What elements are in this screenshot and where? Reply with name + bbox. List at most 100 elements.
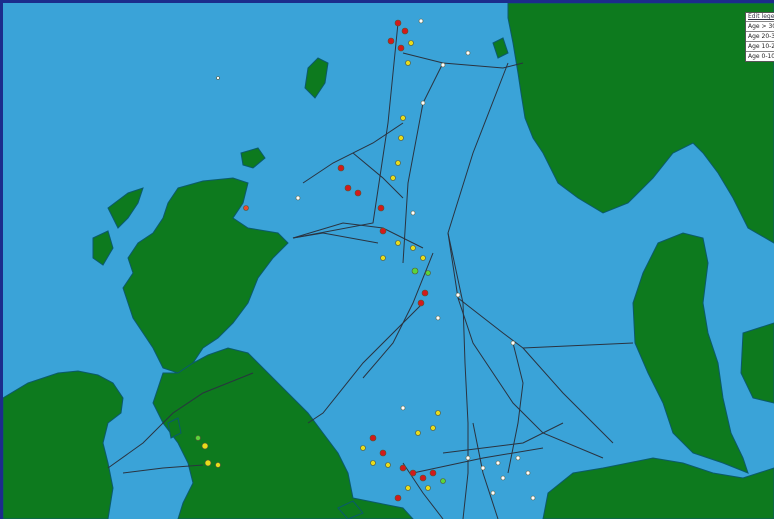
- installation-marker[interactable]: [201, 442, 209, 450]
- legend-panel: Edit legend Age > 30 Age 20-30 Age 10-20…: [745, 12, 774, 62]
- pipeline[interactable]: [292, 222, 424, 249]
- installation-marker[interactable]: [419, 474, 427, 482]
- installation-marker[interactable]: [337, 164, 345, 172]
- installation-marker[interactable]: [354, 189, 362, 197]
- north-sea-map[interactable]: [3, 3, 774, 519]
- installation-marker[interactable]: [395, 240, 401, 246]
- installation-marker[interactable]: [400, 115, 406, 121]
- legend-item-age-10-20: Age 10-20: [746, 41, 774, 51]
- pipeline[interactable]: [352, 152, 404, 199]
- installation-marker[interactable]: [377, 204, 385, 212]
- installation-marker[interactable]: [515, 455, 521, 461]
- installation-marker[interactable]: [440, 478, 446, 484]
- installation-marker[interactable]: [395, 160, 401, 166]
- pipeline[interactable]: [457, 297, 634, 349]
- installation-marker[interactable]: [385, 462, 391, 468]
- installation-marker[interactable]: [421, 289, 429, 297]
- installation-marker[interactable]: [510, 340, 516, 346]
- installation-marker[interactable]: [405, 60, 411, 66]
- installation-marker[interactable]: [344, 184, 352, 192]
- pipeline[interactable]: [362, 252, 434, 379]
- installation-marker[interactable]: [418, 18, 424, 24]
- installation-marker[interactable]: [380, 255, 386, 261]
- pipeline-layer: [107, 22, 634, 519]
- installation-marker[interactable]: [420, 100, 426, 106]
- pipeline[interactable]: [442, 422, 564, 454]
- installation-marker[interactable]: [525, 470, 531, 476]
- installation-marker[interactable]: [465, 455, 471, 461]
- installation-marker[interactable]: [215, 462, 221, 468]
- installation-marker[interactable]: [405, 485, 411, 491]
- pipeline[interactable]: [292, 22, 399, 239]
- installation-marker[interactable]: [397, 44, 405, 52]
- installation-marker[interactable]: [379, 449, 387, 457]
- orkney-islands: [240, 147, 266, 169]
- pipeline[interactable]: [402, 462, 444, 519]
- installation-marker[interactable]: [425, 485, 431, 491]
- installation-marker[interactable]: [411, 267, 419, 275]
- installation-marker[interactable]: [409, 469, 417, 477]
- installation-marker[interactable]: [417, 299, 425, 307]
- danish-islands: [740, 322, 774, 404]
- pipeline[interactable]: [307, 302, 424, 424]
- pipeline[interactable]: [522, 347, 614, 444]
- pipeline[interactable]: [447, 62, 604, 459]
- installation-marker[interactable]: [410, 245, 416, 251]
- installation-marker[interactable]: [415, 430, 421, 436]
- installation-marker[interactable]: [369, 434, 377, 442]
- england-landmass: [152, 347, 414, 519]
- norway-landmass: [507, 3, 774, 244]
- installation-marker[interactable]: [455, 292, 461, 298]
- installation-marker[interactable]: [399, 464, 407, 472]
- installation-marker[interactable]: [410, 210, 416, 216]
- installation-marker[interactable]: [370, 460, 376, 466]
- installation-marker[interactable]: [425, 270, 431, 276]
- installation-marker[interactable]: [216, 76, 220, 80]
- installation-marker[interactable]: [195, 435, 201, 441]
- installation-marker[interactable]: [465, 50, 471, 56]
- installation-marker[interactable]: [243, 205, 249, 211]
- installation-marker[interactable]: [490, 490, 496, 496]
- installation-marker[interactable]: [390, 175, 396, 181]
- pipeline[interactable]: [402, 62, 444, 264]
- installation-marker[interactable]: [360, 445, 366, 451]
- installation-marker[interactable]: [429, 469, 437, 477]
- scotland-landmass: [122, 177, 289, 374]
- installation-marker[interactable]: [394, 19, 402, 27]
- map-canvas[interactable]: [3, 3, 774, 519]
- pipeline[interactable]: [292, 232, 379, 244]
- installation-marker[interactable]: [435, 315, 441, 321]
- pipeline[interactable]: [107, 372, 254, 469]
- installation-marker[interactable]: [295, 195, 301, 201]
- installation-marker[interactable]: [530, 495, 536, 501]
- installation-marker[interactable]: [430, 425, 436, 431]
- installation-marker[interactable]: [400, 405, 406, 411]
- installation-marker[interactable]: [500, 475, 506, 481]
- norway-coastal-islands: [492, 37, 509, 59]
- pipeline[interactable]: [412, 447, 544, 474]
- installation-marker[interactable]: [398, 135, 404, 141]
- installation-marker[interactable]: [394, 494, 402, 502]
- installation-marker[interactable]: [379, 227, 387, 235]
- isle-of-man: [167, 417, 182, 439]
- pipeline[interactable]: [447, 232, 469, 519]
- installation-marker[interactable]: [408, 40, 414, 46]
- land-layer: [3, 3, 774, 519]
- installation-marker[interactable]: [435, 410, 441, 416]
- installation-marker[interactable]: [440, 62, 446, 68]
- installation-marker[interactable]: [387, 37, 395, 45]
- pipeline[interactable]: [507, 342, 524, 474]
- denmark-landmass: [632, 232, 749, 474]
- ireland-landmass: [3, 370, 124, 519]
- pipeline[interactable]: [122, 464, 204, 474]
- inner-hebrides: [92, 230, 114, 266]
- installation-marker[interactable]: [495, 460, 501, 466]
- installation-marker[interactable]: [401, 27, 409, 35]
- installation-marker[interactable]: [420, 255, 426, 261]
- legend-edit-link[interactable]: Edit legend: [748, 13, 774, 20]
- pipeline[interactable]: [472, 422, 499, 519]
- installation-marker[interactable]: [204, 459, 212, 467]
- installation-marker[interactable]: [480, 465, 486, 471]
- pipeline[interactable]: [402, 52, 524, 69]
